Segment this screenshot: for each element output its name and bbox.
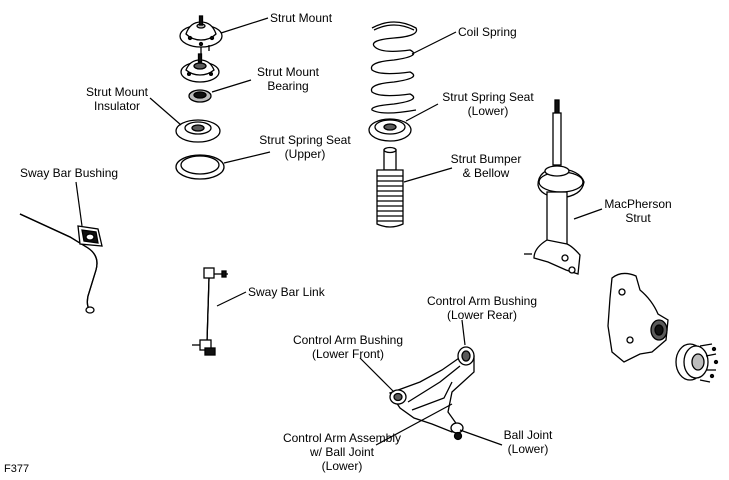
label-line: Bearing [267, 79, 309, 93]
label-line: Insulator [93, 99, 141, 113]
sway-bar-link [192, 267, 228, 356]
label-coil-spring: Coil Spring [458, 25, 517, 39]
label-line: Strut Bumper [450, 152, 522, 166]
label-strut-mount: Strut Mount [270, 11, 333, 25]
label-line: (Upper) [284, 147, 326, 161]
coil-spring [370, 21, 418, 114]
hub-bearing [675, 343, 719, 383]
label-line: Control Arm Bushing [292, 333, 404, 347]
leader-lines [75, 17, 603, 446]
label-line: (Lower) [507, 442, 549, 456]
strut-spring-seat-upper [175, 154, 225, 180]
strut-bumper-bellow [376, 146, 404, 228]
label-control-arm-assembly: Control Arm Assembly w/ Ball Joint (Lowe… [280, 431, 404, 473]
label-control-arm-bushing-lower-rear: Control Arm Bushing (Lower Rear) [424, 294, 540, 322]
label-strut-spring-seat-lower: Strut Spring Seat (Lower) [438, 90, 538, 118]
sway-bar-bushing [77, 225, 103, 247]
label-line: Strut Spring Seat [259, 133, 351, 147]
label-line: Control Arm Assembly [282, 431, 402, 445]
label-line: MacPherson [604, 197, 672, 211]
strut-mount-bearing [180, 53, 220, 83]
steering-knuckle [607, 272, 669, 363]
strut-mount-insulator [175, 119, 221, 143]
label-line: (Lower Rear) [446, 308, 518, 322]
label-line: Strut [625, 211, 651, 225]
sway-bar [19, 213, 98, 314]
label-line: Control Arm Bushing [426, 294, 538, 308]
label-line: Ball Joint [503, 428, 553, 442]
figure-code: F377 [4, 463, 30, 475]
label-line: Strut Mount [85, 85, 149, 99]
label-ball-joint: Ball Joint (Lower) [500, 428, 556, 456]
label-sway-bar-bushing: Sway Bar Bushing [20, 166, 119, 180]
label-line: (Lower) [321, 459, 363, 473]
control-arm-bushing-rear [457, 346, 475, 366]
label-control-arm-bushing-lower-front: Control Arm Bushing (Lower Front) [290, 333, 406, 361]
label-line: (Lower Front) [311, 347, 385, 361]
bearing-ring [188, 89, 212, 103]
control-arm-bushing-front [389, 389, 407, 405]
label-strut-spring-seat-upper: Strut Spring Seat (Upper) [250, 133, 360, 161]
label-sway-bar-link: Sway Bar Link [248, 285, 325, 299]
label-strut-mount-insulator: Strut Mount Insulator [82, 85, 152, 113]
macpherson-strut [524, 99, 585, 275]
label-line: (Lower) [467, 104, 509, 118]
ball-joint [450, 422, 464, 441]
strut-mount [179, 15, 223, 55]
label-strut-mount-bearing: Strut Mount Bearing [248, 65, 328, 93]
strut-spring-seat-lower [368, 118, 412, 142]
label-line: & Bellow [462, 166, 510, 180]
label-strut-bumper-bellow: Strut Bumper & Bellow [448, 152, 524, 180]
label-line: w/ Ball Joint [309, 445, 375, 459]
label-line: Strut Spring Seat [442, 90, 534, 104]
lower-control-arm [389, 355, 475, 433]
label-line: Strut Mount [256, 65, 320, 79]
label-macpherson-strut: MacPherson Strut [602, 197, 674, 225]
